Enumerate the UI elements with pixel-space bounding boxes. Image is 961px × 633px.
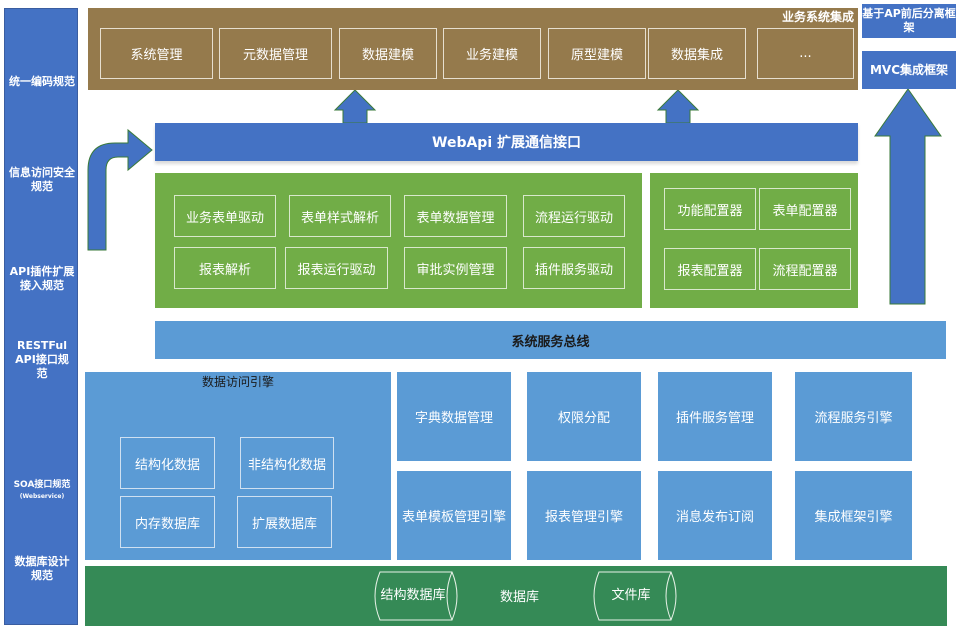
mvc-framework: MVC集成框架 [862,51,956,89]
module-business-modeling: 业务建模 [443,28,541,79]
business-integration-layer: 业务系统集成 系统管理 元数据管理 数据建模 业务建模 原型建模 数据集成 ..… [88,8,858,90]
module-data-integration: 数据集成 [648,28,746,79]
engine-item: 权限分配 [527,372,641,461]
driver-item: 报表运行驱动 [285,247,388,289]
engine-item: 集成框架引擎 [795,471,912,560]
up-arrow-icon [333,89,377,124]
configurator-item: 流程配置器 [759,248,851,290]
large-up-arrow-icon [874,88,942,305]
standard-soa-label: SOA接口规范 [13,480,71,490]
driver-item: 流程运行驱动 [523,195,625,237]
driver-item: 插件服务驱动 [523,247,625,289]
curved-arrow-icon [87,128,153,251]
standards-column: 统一编码规范 信息访问安全规范 API插件扩展接入规范 RESTFul API接… [4,8,78,625]
standard-database: 数据库设计规范 [14,555,70,582]
data-access-engine-title: 数据访问引擎 [201,375,274,389]
system-service-bus: 系统服务总线 [155,321,946,359]
data-access-engine: 数据访问引擎 结构化数据 非结构化数据 内存数据库 扩展数据库 [85,372,391,560]
structured-database-cylinder: 结构数据库 [372,571,464,621]
configurators-panel: 功能配置器 表单配置器 报表配置器 流程配置器 [650,173,858,308]
driver-item: 业务表单驱动 [174,195,276,237]
module-metadata-management: 元数据管理 [219,28,332,79]
data-store-item: 结构化数据 [120,437,215,489]
standard-api-plugin: API插件扩展接入规范 [9,265,75,292]
engine-item: 流程服务引擎 [795,372,912,461]
standard-restful: RESTFul API接口规范 [15,339,69,380]
cylinder-icon [593,571,677,621]
module-more: ... [757,28,854,79]
driver-item: 表单样式解析 [289,195,391,237]
engine-item: 插件服务管理 [658,372,772,461]
structured-database-label: 结构数据库 [380,588,446,603]
database-label: 数据库 [500,590,540,605]
module-system-management: 系统管理 [100,28,213,79]
driver-item: 审批实例管理 [404,247,507,289]
configurator-item: 表单配置器 [759,188,851,230]
api-separation-framework: 基于AP前后分离框架 [862,4,956,38]
data-store-item: 扩展数据库 [237,496,332,548]
drivers-panel: 业务表单驱动 表单样式解析 表单数据管理 流程运行驱动 报表解析 报表运行驱动 … [155,173,642,308]
engine-item: 表单模板管理引擎 [397,471,511,560]
up-arrow-icon [656,89,700,124]
driver-item: 报表解析 [174,247,276,289]
cylinder-icon [374,571,458,621]
standard-security: 信息访问安全规范 [9,166,75,193]
data-store-item: 非结构化数据 [240,437,334,489]
standard-soa-sub: (Webservice) [19,493,65,500]
database-layer: 结构数据库 数据库 文件库 [85,566,947,626]
data-store-item: 内存数据库 [120,496,215,548]
file-store-cylinder: 文件库 [591,571,683,621]
engine-item: 消息发布订阅 [658,471,772,560]
engine-item: 字典数据管理 [397,372,511,461]
standard-soa: SOA接口规范 (Webservice) [5,478,79,501]
driver-item: 表单数据管理 [404,195,507,237]
engine-item: 报表管理引擎 [527,471,641,560]
module-data-modeling: 数据建模 [339,28,437,79]
configurator-item: 报表配置器 [664,248,756,290]
standard-coding: 统一编码规范 [9,75,75,88]
configurator-item: 功能配置器 [664,188,756,230]
file-store-label: 文件库 [611,588,651,603]
business-integration-title: 业务系统集成 [781,10,854,24]
module-prototype-modeling: 原型建模 [548,28,646,79]
webapi-interface-bar: WebApi 扩展通信接口 [155,123,858,161]
